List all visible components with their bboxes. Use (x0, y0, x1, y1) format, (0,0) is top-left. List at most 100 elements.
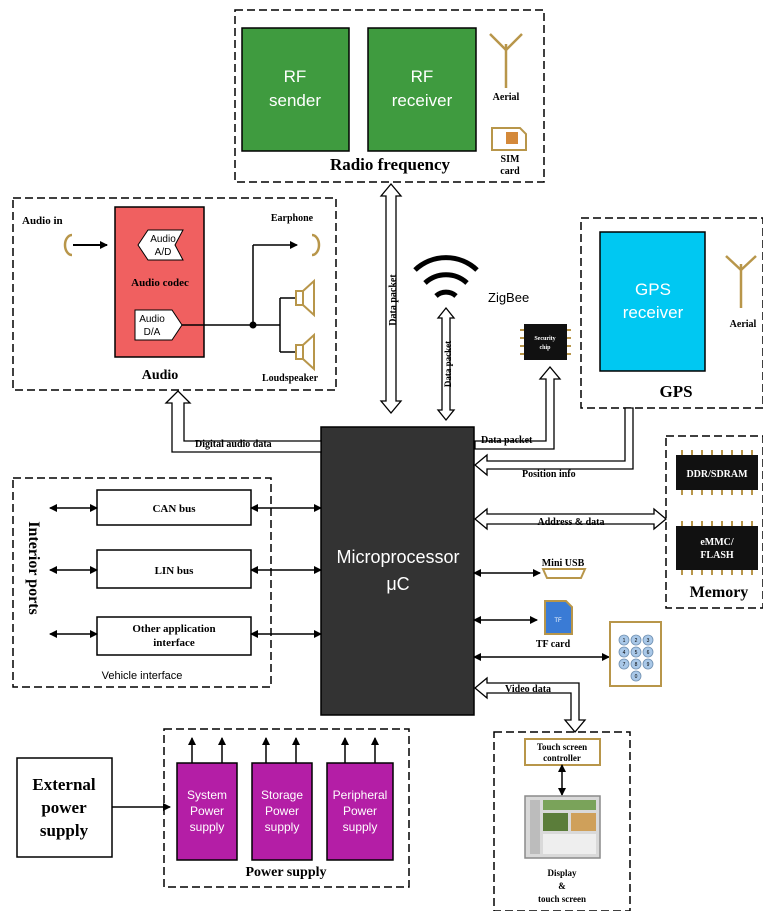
ddr-chip (676, 455, 758, 490)
power-supply-group: System Power supply Storage Power supply… (163, 728, 410, 888)
digital-audio-label: Digital audio data (195, 439, 272, 450)
audio-codec-label: Audio codec (131, 277, 189, 289)
can-bus-label: CAN bus (152, 503, 196, 515)
keypad-key (630, 658, 642, 670)
loudspeaker-label: Loudspeaker (262, 373, 319, 384)
tf-card-icon: TF (544, 600, 573, 635)
power-supply-title: Power supply (245, 865, 326, 880)
keypad-key-label: 3 (647, 638, 650, 644)
power-output-arrows (188, 737, 379, 763)
earphone-label: Earphone (271, 213, 314, 224)
gps-border (580, 217, 763, 409)
security-data-packet-label: Data packet (481, 435, 533, 446)
gps-receiver-label-2: receiver (623, 303, 684, 322)
audio-junction-dot (249, 321, 257, 329)
audio-title: Audio (142, 368, 179, 383)
keypad-key (618, 646, 630, 658)
emmc-label-1: eMMC/ (700, 537, 734, 548)
lin-bus-label: LIN bus (155, 565, 195, 577)
other-interface-label-1: Other application (132, 623, 215, 635)
rf-aerial-icon (489, 33, 523, 88)
system-power-label-3: supply (190, 820, 225, 834)
audio-in-jack-icon (63, 233, 73, 257)
rf-sender-label-2: sender (269, 91, 321, 110)
display-label-1: Display (547, 868, 577, 878)
peripheral-power-label-3: supply (343, 820, 378, 834)
touch-controller-label-1: Touch screen (537, 742, 587, 752)
keypad-key-label: 1 (623, 638, 626, 644)
keypad-key (642, 658, 654, 670)
peripheral-power-label-2: Power (343, 804, 377, 818)
rf-data-packet-label: Data packet (388, 274, 399, 326)
keypad-key-label: 0 (635, 674, 638, 680)
keypad-key (642, 646, 654, 658)
video-data-label: Video data (505, 684, 551, 695)
keypad-key-label: 2 (635, 638, 638, 644)
peripheral-power-label-1: Peripheral (333, 788, 388, 802)
keypad-key-label: 4 (623, 650, 626, 656)
gps-receiver-box (599, 231, 706, 372)
memory-title: Memory (690, 584, 749, 601)
zigbee-data-packet-arrow: Data packet (436, 306, 456, 422)
rf-receiver-label-1: RF (411, 67, 434, 86)
emmc-label-2: FLASH (700, 550, 734, 561)
loudspeaker-icon-bottom (295, 332, 315, 372)
sim-card-label-2: card (500, 166, 520, 177)
lin-bus-box (96, 549, 252, 589)
keypad-key-label: 9 (647, 662, 650, 668)
audio-da-label-1: Audio (139, 314, 165, 325)
system-power-label-2: Power (190, 804, 224, 818)
external-power-label-3: supply (40, 821, 89, 840)
ddr-chip-pins (681, 450, 753, 495)
display-border (493, 731, 631, 911)
audio-ad-label-1: Audio (150, 234, 176, 245)
gps-aerial-label: Aerial (730, 319, 757, 330)
system-power-box (176, 762, 238, 861)
tf-card-label: TF card (536, 639, 571, 650)
memory-border (665, 435, 763, 609)
microprocessor-label: Microprocessor (336, 547, 459, 567)
sim-card-label-1: SIM (501, 154, 520, 165)
interior-port-arrows (49, 504, 322, 638)
gps-group: GPS receiver Aerial GPS (580, 217, 763, 409)
security-chip-label-2: chip (539, 345, 551, 351)
radio-frequency-title: Radio frequency (330, 155, 451, 174)
video-data-arrow (473, 676, 587, 734)
keypad-key (630, 646, 642, 658)
zigbee-label: ZigBee (488, 290, 529, 305)
storage-power-label-2: Power (265, 804, 299, 818)
rf-sender-box (241, 27, 350, 152)
display-label-2: & (558, 881, 566, 891)
display-label-3: touch screen (538, 894, 586, 904)
address-data-arrow (473, 507, 668, 531)
rf-receiver-label-2: receiver (392, 91, 453, 110)
vehicle-interface-label: Vehicle interface (102, 670, 183, 682)
digital-audio-arrow (164, 390, 322, 453)
memory-group: DDR/SDRAM eMMC/ FLASH Memory (665, 435, 763, 609)
audio-output-wiring (182, 241, 298, 353)
keypad-key (618, 658, 630, 670)
keypad-key (642, 634, 654, 646)
keypad-key (630, 670, 642, 682)
security-data-packet-arrow (474, 365, 562, 450)
keypad-key-label: 8 (635, 662, 638, 668)
external-power-label-1: External (32, 775, 96, 794)
interior-ports-border (12, 477, 272, 688)
mini-usb-label: Mini USB (542, 558, 585, 569)
audio-da-block (134, 309, 183, 341)
other-interface-box (96, 616, 252, 656)
tf-card-icon-label: TF (554, 618, 562, 624)
ddr-label: DDR/SDRAM (686, 469, 748, 480)
radio-frequency-border (234, 9, 545, 183)
rf-aerial-label: Aerial (493, 92, 520, 103)
sim-card-icon (491, 127, 527, 151)
security-chip-icon: Security chip (520, 324, 571, 360)
rf-receiver-box (367, 27, 477, 152)
external-power-box (16, 757, 113, 858)
zigbee-icon (413, 255, 479, 299)
earphone-jack-icon (311, 233, 321, 257)
mini-usb-icon (541, 568, 587, 579)
